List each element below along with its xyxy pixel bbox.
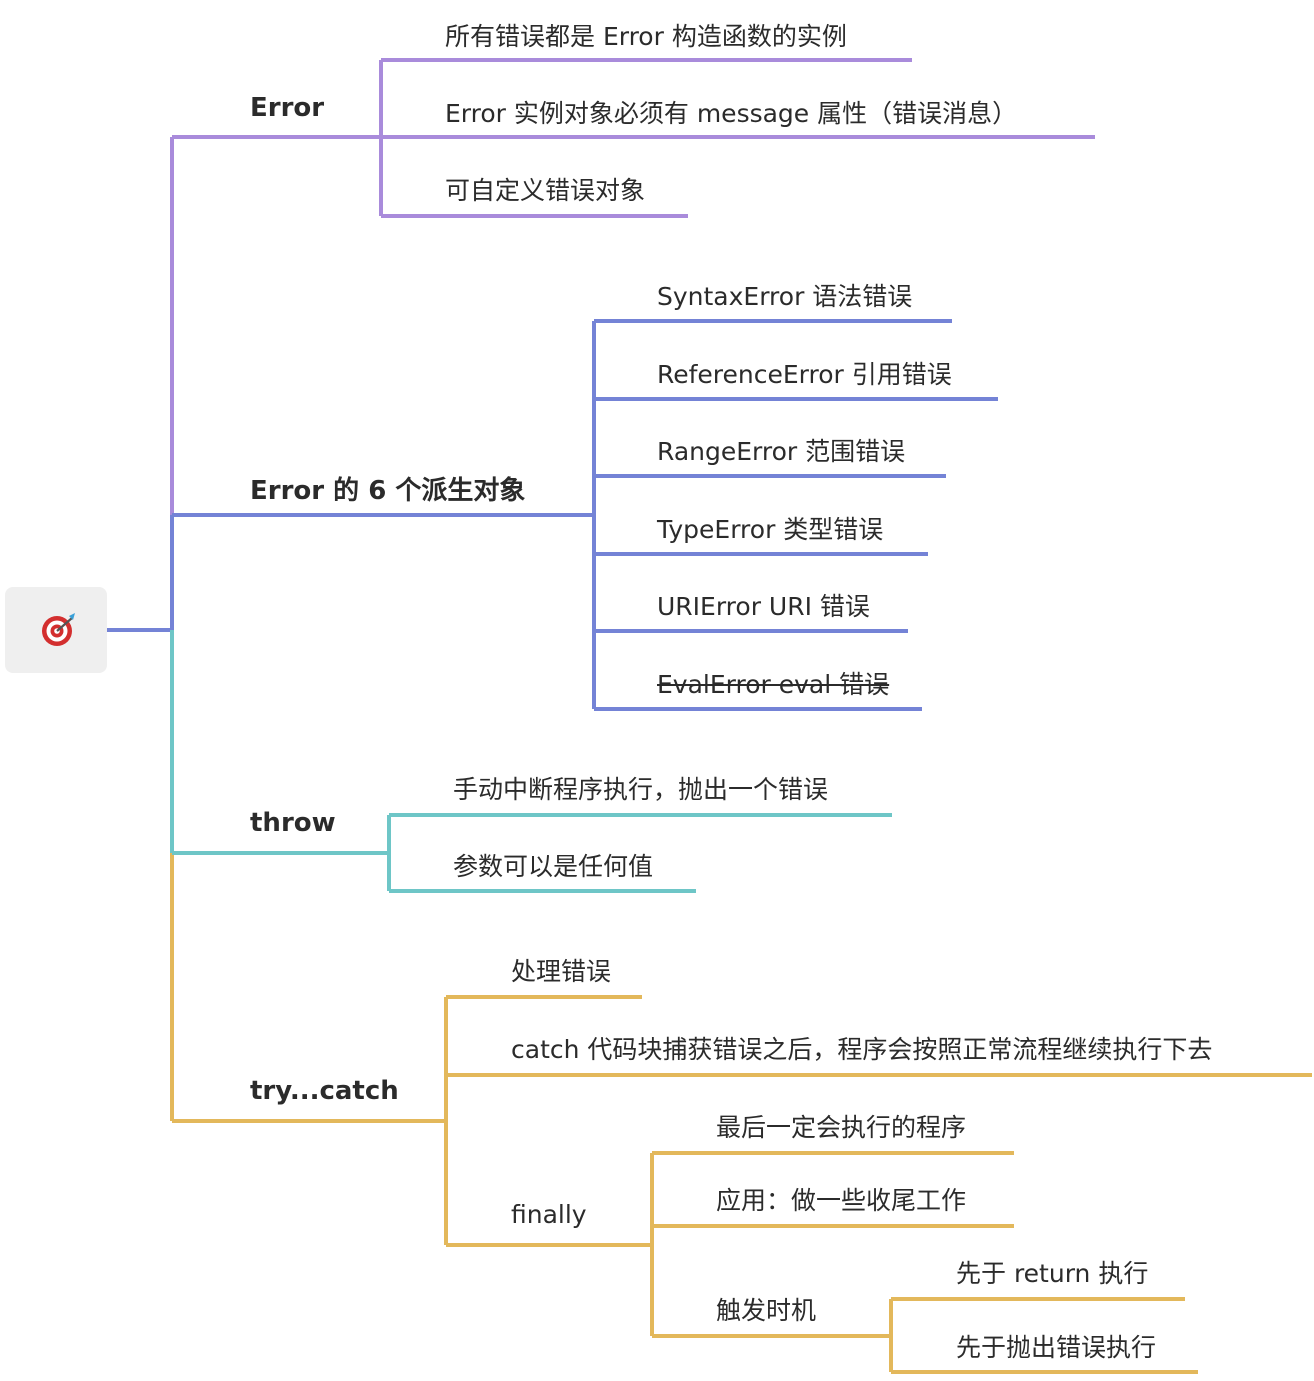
derived-child-6[interactable]: EvalError eval 错误 [657,670,890,699]
root-node[interactable] [5,587,107,673]
try-child-2[interactable]: catch 代码块捕获错误之后，程序会按照正常流程继续执行下去 [511,1035,1213,1064]
trigger-child-2[interactable]: 先于抛出错误执行 [956,1333,1157,1362]
error-branch-lines [172,58,1095,218]
throw-child-1[interactable]: 手动中断程序执行，抛出一个错误 [453,775,829,804]
error-child-3[interactable]: 可自定义错误对象 [445,176,646,205]
branch-error-label[interactable]: Error [250,93,325,123]
branch-throw-label[interactable]: throw [250,808,336,838]
error-child-1[interactable]: 所有错误都是 Error 构造函数的实例 [445,22,847,51]
try-branch-lines [172,995,1312,1374]
derived-child-2[interactable]: ReferenceError 引用错误 [657,360,952,389]
error-child-2[interactable]: Error 实例对象必须有 message 属性（错误消息） [445,99,1018,128]
trigger-child-1[interactable]: 先于 return 执行 [956,1259,1149,1288]
finally-label[interactable]: finally [511,1200,587,1229]
derived-child-4[interactable]: TypeError 类型错误 [657,515,884,544]
trigger-label[interactable]: 触发时机 [716,1296,817,1325]
finally-child-2[interactable]: 应用：做一些收尾工作 [716,1186,967,1215]
branch-derived-label[interactable]: Error 的 6 个派生对象 [250,476,526,506]
derived-branch-lines [172,319,998,711]
derived-child-5[interactable]: URIError URI 错误 [657,592,870,621]
finally-child-1[interactable]: 最后一定会执行的程序 [716,1113,967,1142]
try-child-1[interactable]: 处理错误 [511,957,612,986]
derived-child-3[interactable]: RangeError 范围错误 [657,437,906,466]
throw-child-2[interactable]: 参数可以是任何值 [453,852,654,881]
branch-try-label[interactable]: try...catch [250,1076,399,1106]
target-dart-icon [42,613,75,646]
derived-child-1[interactable]: SyntaxError 语法错误 [657,282,913,311]
throw-branch-lines [172,813,892,893]
